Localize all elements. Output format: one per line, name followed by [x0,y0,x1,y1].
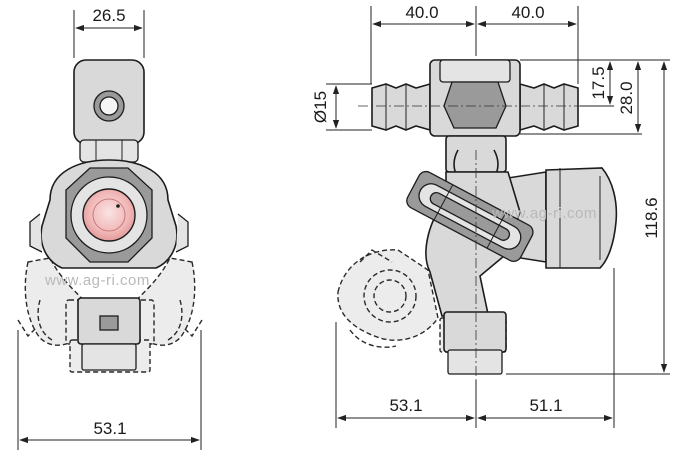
side-nozzle-body [406,170,534,263]
front-view: www.ag-ri.com 26.5 53.1 [17,6,203,450]
dim-front-bottom-width: 53.1 [93,419,126,438]
dim-total-height: 118.6 [642,197,661,238]
side-view: www.ag-ri.com 40.0 40.0 Ø15 17.5 28.0 11… [311,3,670,428]
side-barb-right [519,82,579,132]
dim-side-right-span: 40.0 [511,3,544,22]
side-bottom-fitting [443,311,507,353]
dim-height-to-base: 28.0 [617,81,636,114]
front-watermark: www.ag-ri.com [44,272,150,289]
side-clamp-insert [443,81,507,129]
dim-hose-diameter: Ø15 [311,91,330,123]
front-outlet [81,343,137,371]
front-neck [79,139,139,163]
dim-height-to-axis: 17.5 [589,66,608,99]
side-barb-left [371,82,431,132]
side-valve-cap [545,167,618,269]
dim-side-bottom-left: 53.1 [389,396,422,415]
side-watermark: www.ag-ri.com [491,205,597,222]
dim-side-left-span: 40.0 [405,3,438,22]
dim-side-bottom-right: 51.1 [529,396,562,415]
side-outlet [447,349,503,375]
front-diaphragm [82,188,136,242]
front-hose-bore [99,96,119,116]
dim-front-top-width: 26.5 [92,6,125,25]
